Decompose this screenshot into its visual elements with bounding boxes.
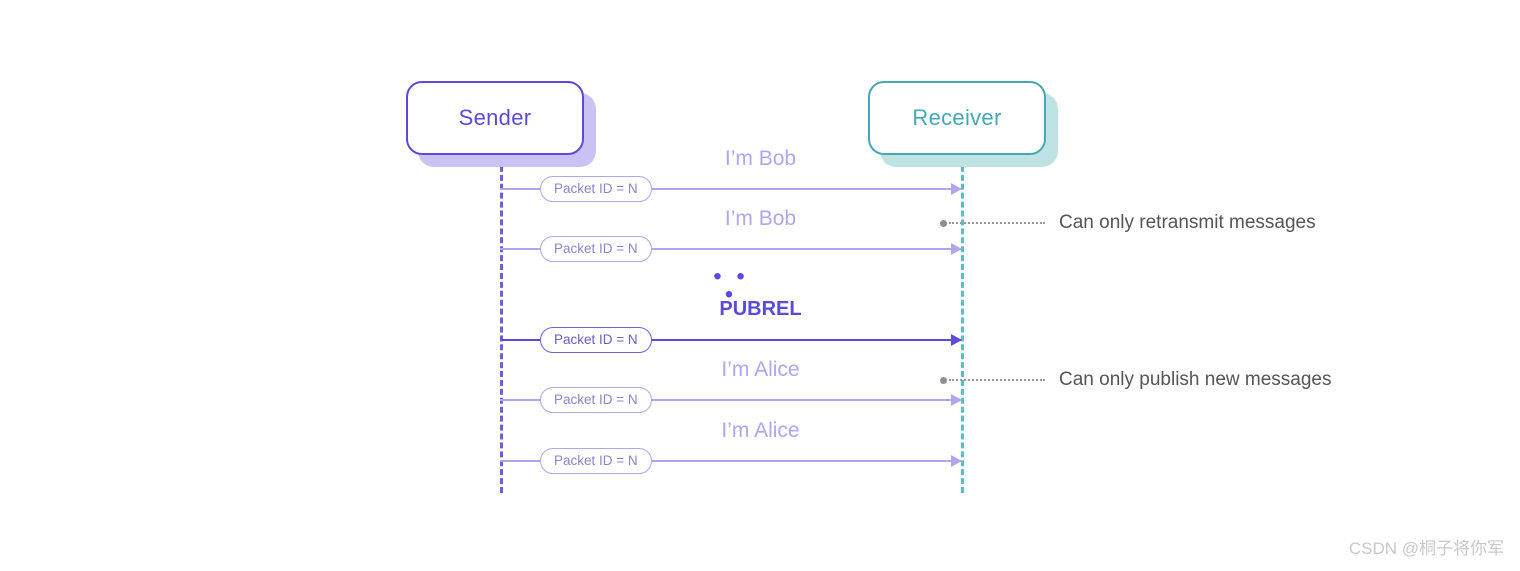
- message-title-1: I’m Bob: [724, 147, 797, 170]
- annotation-leader-line: [949, 379, 1045, 381]
- lifeline-sender: [500, 157, 503, 493]
- message-arrowhead-5: [951, 455, 962, 467]
- csdn-watermark: CSDN @桐子将你军: [1348, 539, 1504, 558]
- message-line-2: [500, 248, 961, 250]
- annotation-dot-icon: [940, 219, 947, 227]
- message-packet-id-1: Packet ID = N: [540, 176, 652, 202]
- participant-receiver[interactable]: Receiver: [868, 81, 1046, 155]
- annotation-dot-icon: [940, 376, 947, 384]
- annotation-publish-new: Can only publish new messages: [940, 369, 1332, 391]
- message-line-4: [500, 399, 961, 401]
- message-packet-id-4: Packet ID = N: [540, 387, 652, 413]
- message-line-1: [500, 188, 961, 190]
- annotation-leader-line: [949, 222, 1045, 224]
- participant-receiver-label: Receiver: [912, 105, 1002, 130]
- message-packet-id-2: Packet ID = N: [540, 236, 652, 262]
- message-line-5: [500, 460, 961, 462]
- message-arrowhead-4: [951, 394, 962, 406]
- annotation-text-2: Can only publish new messages: [1059, 369, 1332, 390]
- message-arrowhead-3: [951, 334, 962, 346]
- ellipsis-indicator: • • •: [713, 263, 749, 308]
- message-title-5: I’m Alice: [721, 419, 800, 442]
- message-title-2: I’m Bob: [724, 207, 797, 230]
- message-arrowhead-1: [951, 183, 962, 195]
- message-arrowhead-2: [951, 243, 962, 255]
- message-packet-id-3: Packet ID = N: [540, 327, 652, 353]
- message-line-3: [500, 339, 961, 341]
- participant-sender[interactable]: Sender: [406, 81, 584, 155]
- lifeline-receiver: [961, 157, 964, 493]
- message-title-4: I’m Alice: [721, 358, 800, 381]
- participant-sender-label: Sender: [458, 105, 532, 130]
- message-packet-id-5: Packet ID = N: [540, 448, 652, 474]
- annotation-text-1: Can only retransmit messages: [1059, 212, 1316, 233]
- message-title-3: PUBREL: [719, 298, 802, 320]
- annotation-retransmit: Can only retransmit messages: [940, 212, 1316, 234]
